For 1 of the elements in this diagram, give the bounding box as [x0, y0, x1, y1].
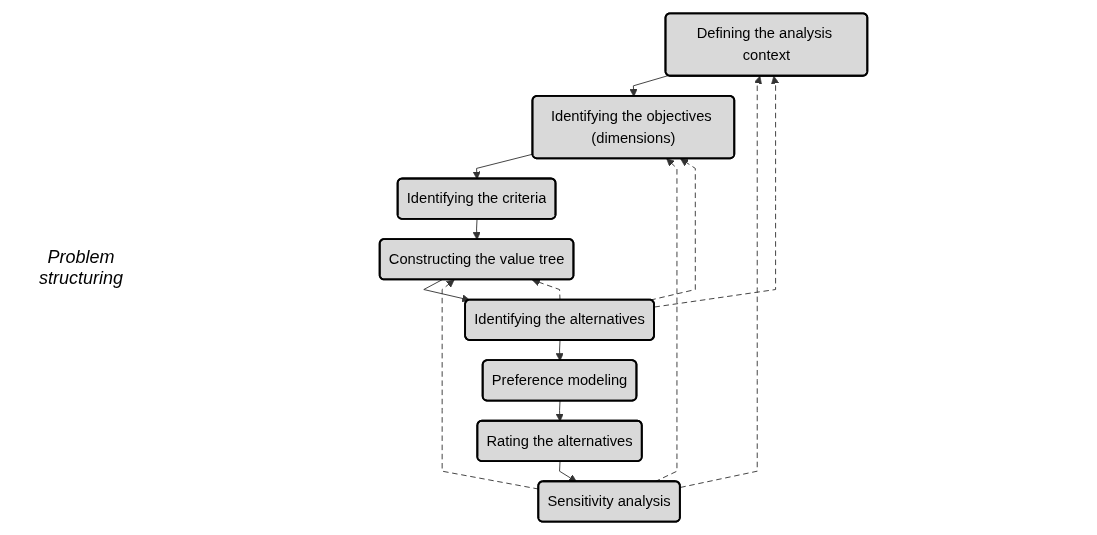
bracket-label: Problem structuring	[37, 246, 124, 289]
